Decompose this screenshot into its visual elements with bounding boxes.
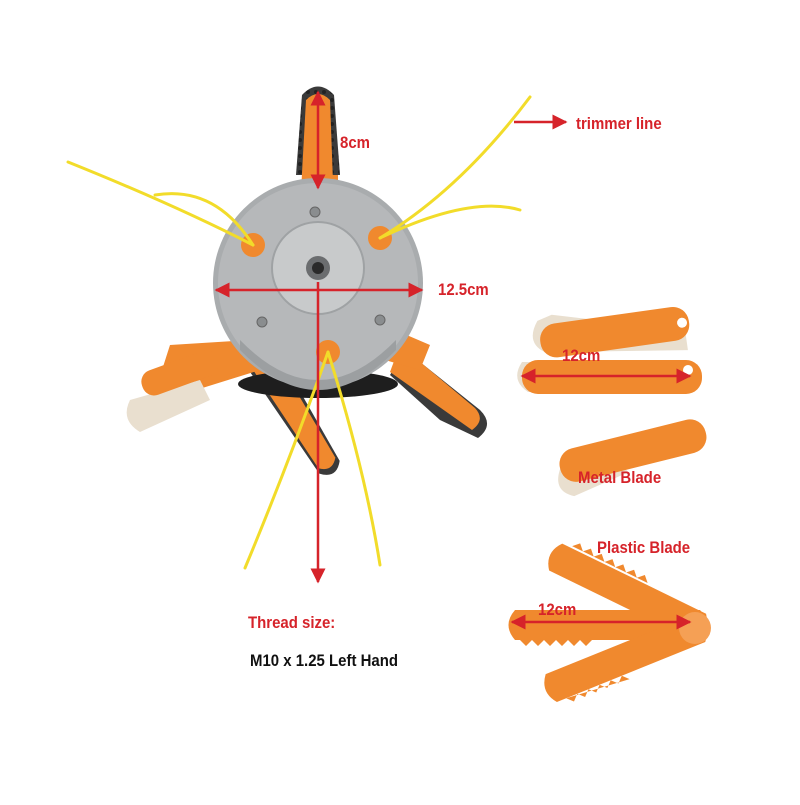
thread-size-value: M10 x 1.25 Left Hand — [250, 651, 398, 670]
metal-blade-label: Metal Blade — [578, 468, 662, 487]
plastic-blade-length-label: 12cm — [538, 600, 577, 619]
metal-blade-length-label: 12cm — [562, 346, 601, 365]
metal-blade-3 — [558, 419, 707, 497]
blade-length-label: 8cm — [340, 133, 370, 152]
head-diameter-label: 12.5cm — [438, 280, 489, 299]
plastic-blade-label: Plastic Blade — [597, 538, 691, 557]
trimmer-head-assembly — [66, 86, 532, 570]
head-blade-bottom-right — [385, 330, 488, 438]
dimension-arrows — [214, 90, 692, 630]
thread-size-title: Thread size: — [248, 613, 336, 632]
trimmer-line-label: trimmer line — [576, 114, 662, 133]
metal-blade-1 — [532, 306, 690, 358]
plastic-blade-3 — [544, 614, 707, 702]
head-blade-bottom-left-arm — [126, 340, 260, 432]
